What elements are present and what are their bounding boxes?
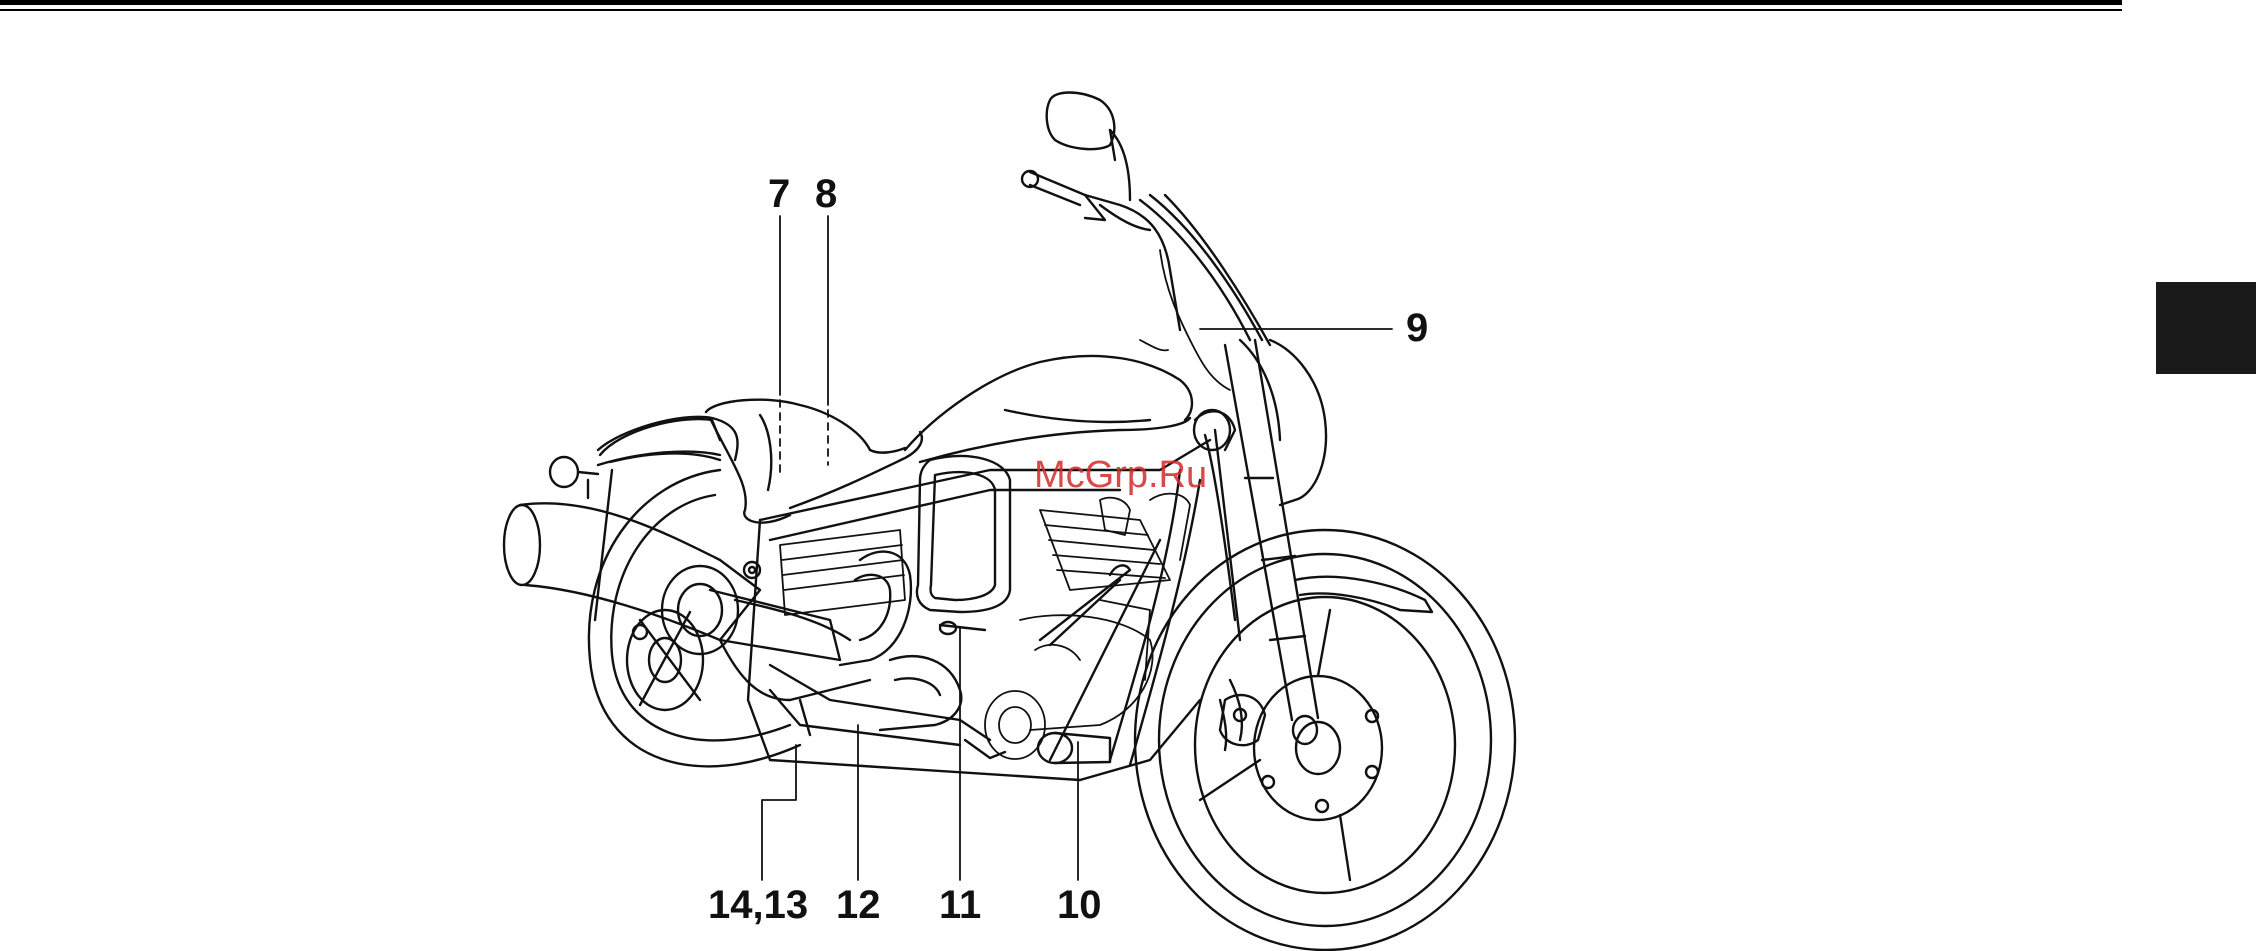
exhaust-headers (840, 552, 1130, 730)
air-cleaner-cover (917, 456, 1010, 612)
rear-wheel (589, 470, 800, 766)
oil-filter (1038, 733, 1110, 763)
callout-7: 7 (768, 174, 790, 214)
seat (706, 400, 922, 523)
footpeg (940, 622, 1005, 758)
callout-9: 9 (1406, 308, 1428, 348)
callout-11: 11 (939, 885, 981, 925)
front-cables (1140, 250, 1230, 390)
lower-exhaust (770, 665, 990, 745)
callout-8: 8 (815, 174, 837, 214)
callout-10: 10 (1057, 885, 1102, 925)
watermark-text: McGrp.Ru (1034, 455, 1207, 495)
rear-turn-signal (550, 457, 598, 498)
rear-fender (595, 419, 720, 620)
fuel-tank (905, 356, 1192, 462)
muffler (504, 503, 870, 700)
leader-1413 (762, 745, 796, 880)
handlebar (1022, 130, 1270, 345)
callout-14-13: 14,13 (708, 885, 808, 925)
callout-12: 12 (836, 885, 881, 925)
